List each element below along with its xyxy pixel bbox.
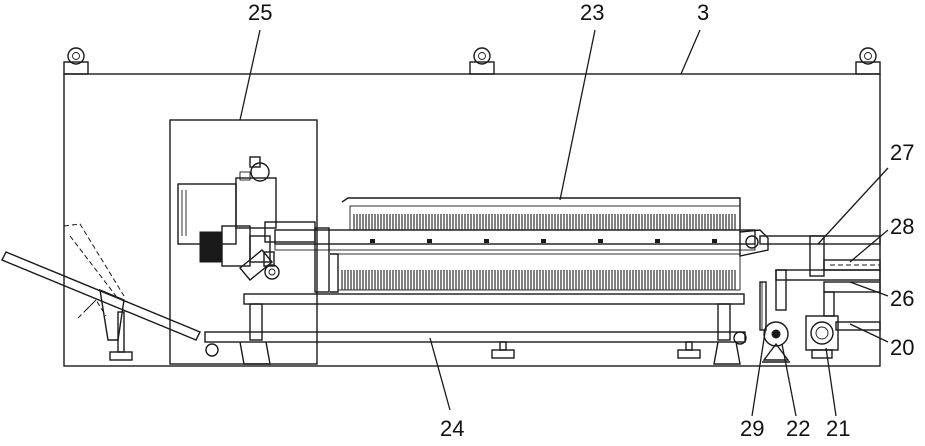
part-labels: 3 23 25 27 28 26 20 21 22 29 24: [248, 0, 914, 441]
beam-bolt: [541, 239, 546, 243]
beam-bolt: [370, 239, 375, 243]
label-20: 20: [890, 335, 914, 360]
label-21: 21: [826, 416, 850, 441]
label-26: 26: [890, 286, 914, 311]
support-frame: [109, 293, 747, 365]
upper-plate-stack: [349, 205, 741, 231]
discharge-chute: [1, 223, 201, 341]
lifting-lug-right: [855, 47, 881, 75]
beam-bolt: [655, 239, 660, 243]
lifting-lug-middle: [469, 47, 495, 75]
label-25: 25: [248, 0, 272, 25]
leader-lines: [239, 29, 889, 417]
hydraulic-unit: [177, 156, 316, 281]
beam-bolt: [598, 239, 603, 243]
filter-press: [274, 197, 769, 293]
pump-21: [805, 315, 839, 359]
label-23: 23: [580, 0, 604, 25]
label-24: 24: [440, 416, 464, 441]
lower-plate-stack: [337, 253, 741, 291]
valve-29: [759, 281, 767, 331]
label-28: 28: [890, 214, 914, 239]
label-27: 27: [890, 140, 914, 165]
label-29: 29: [740, 416, 764, 441]
beam-bolt: [427, 239, 432, 243]
beam-bolt: [712, 239, 717, 243]
label-3: 3: [697, 0, 709, 25]
beam-bolt: [484, 239, 489, 243]
lifting-lug-left: [63, 47, 89, 75]
label-22: 22: [786, 416, 810, 441]
